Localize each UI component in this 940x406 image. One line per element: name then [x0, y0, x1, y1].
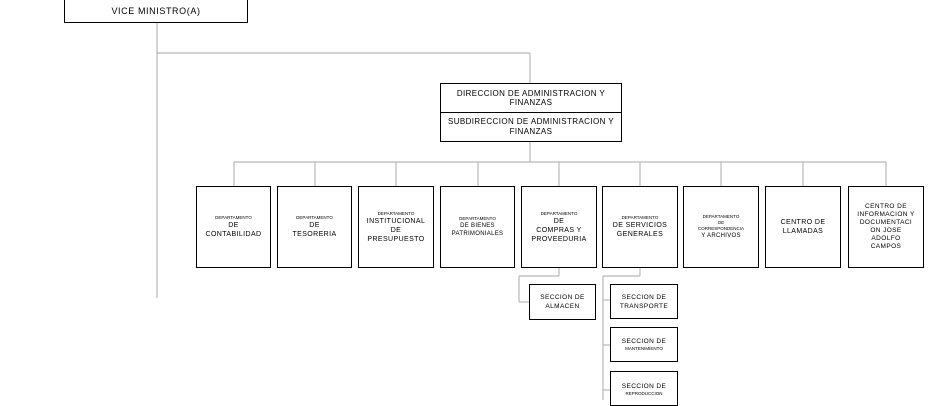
subdireccion-title: SUBDIRECCION DE ADMINISTRACION Y FINANZA…	[447, 117, 614, 136]
dept-label: CENTRO DE INFORMACION Y DOCUMENTACI ON J…	[857, 203, 915, 250]
dept-presupuesto: DEPARTAMENTO INSTITUCIONAL DE PRESUPUEST…	[358, 186, 434, 268]
dept-tesoreria: DEPARTAMENTO DE TESORERIA	[277, 186, 352, 268]
dept-small-label: DEPARTAMENTO	[215, 215, 252, 220]
dept-servicios-generales: DEPARTAMENTO DE SERVICIOS GENERALES	[602, 186, 678, 268]
direccion-title-cell: DIRECCION DE ADMINISTRACION Y FINANZAS	[441, 84, 621, 112]
dept-label: CENTRO DE LLAMADAS	[780, 219, 826, 235]
dept-small-label: DEPARTAMENTO	[540, 210, 578, 216]
dept-label: DE TESORERIA	[292, 222, 337, 238]
dept-label: DE COMPRAS Y PROVEEDURIA	[531, 217, 587, 243]
dept-label: DE CONTABILIDAD	[205, 222, 262, 238]
dept-bienes-patrimoniales: DEPARTAMENTO DE BIENES PATRIMONIALES	[440, 186, 515, 268]
dept-label: Y ARCHIVOS	[701, 233, 741, 239]
seccion-reproduccion: SECCION DE REPRODUCCION	[610, 371, 678, 406]
dept-contabilidad: DEPARTAMENTO DE CONTABILIDAD	[196, 186, 271, 268]
dept-label: INSTITUCIONAL DE PRESUPUESTO	[366, 217, 426, 243]
dept-centro-informacion: CENTRO DE INFORMACION Y DOCUMENTACI ON J…	[848, 186, 924, 268]
subdireccion-cell: SUBDIRECCION DE ADMINISTRACION Y FINANZA…	[441, 112, 621, 141]
seccion-mantenimiento: SECCION DE MANTENIMIENTO	[610, 327, 678, 362]
seccion-label: SECCION DE TRANSPORTE	[619, 293, 669, 310]
seccion-label: SECCION DE	[621, 338, 667, 345]
dept-compras-proveeduria: DEPARTAMENTO DE COMPRAS Y PROVEEDURIA	[521, 186, 597, 268]
seccion-almacen: SECCION DE ALMACEN	[529, 284, 596, 320]
seccion-label: SECCION DE ALMACEN	[540, 294, 585, 310]
vice-ministro-box: VICE MINISTRO(A)	[64, 0, 248, 23]
dept-small-label: DEPARTAMENTO	[621, 215, 659, 220]
seccion-small-label: MANTENIMIENTO	[625, 346, 663, 351]
dept-small-label: DEPARTAMENTO	[459, 216, 496, 221]
dept-small-label: DEPARTAMENTO	[377, 210, 415, 216]
dept-small-label: DEPARTAMENTO	[296, 215, 333, 220]
dept-correspondencia-archivos: DEPARTAMENTO DE CORRESPONDENCIA Y ARCHIV…	[683, 186, 759, 268]
direccion-title: DIRECCION DE ADMINISTRACION Y FINANZAS	[456, 89, 606, 107]
seccion-label: SECCION DE	[621, 383, 667, 390]
dept-label: DE SERVICIOS GENERALES	[612, 222, 668, 238]
seccion-small-label: REPRODUCCION	[625, 391, 663, 396]
vice-ministro-label: VICE MINISTRO(A)	[111, 6, 201, 16]
direccion-box: DIRECCION DE ADMINISTRACION Y FINANZAS S…	[440, 83, 622, 142]
dept-centro-llamadas: CENTRO DE LLAMADAS	[765, 186, 841, 268]
dept-small-label: DEPARTAMENTO DE CORRESPONDENCIA	[697, 214, 744, 231]
dept-label: DE BIENES PATRIMONIALES	[451, 223, 504, 237]
seccion-transporte: SECCION DE TRANSPORTE	[610, 284, 678, 319]
